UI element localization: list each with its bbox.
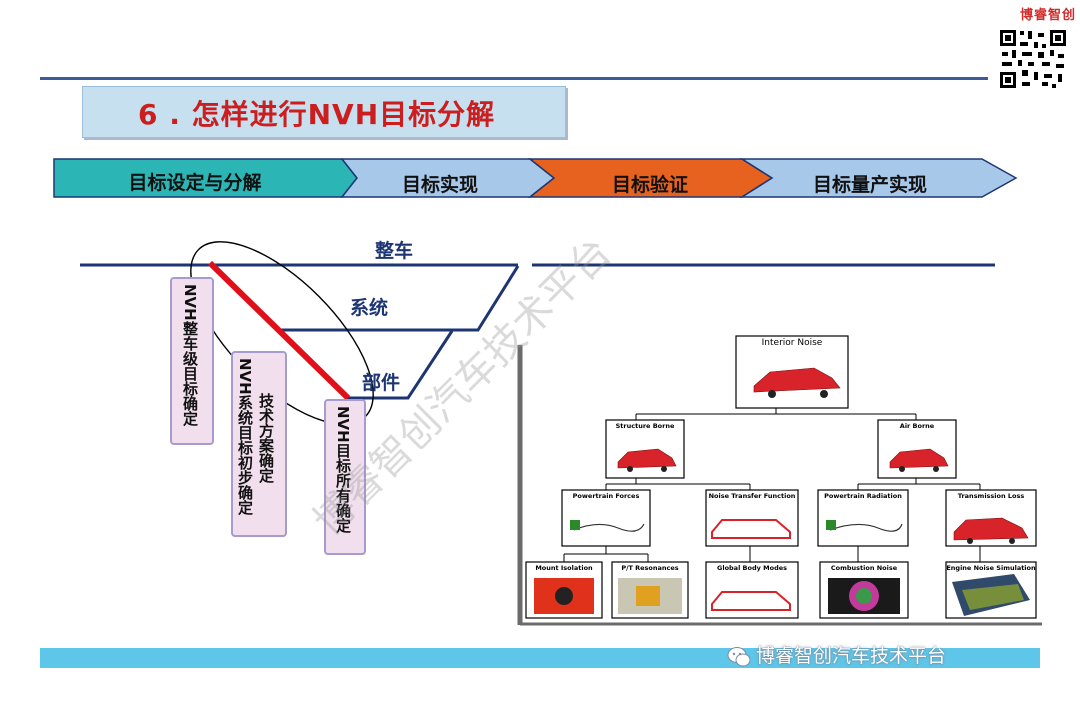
tree-node-powertrain-radiation: Powertrain Radiation [824,492,902,500]
tree-node-transmission-loss: Transmission Loss [957,492,1025,500]
engine-radiation-icon [826,520,836,530]
vertical-box-vehicle [170,277,214,445]
tree-leaf-pt-resonances: P/T Resonances [621,564,679,572]
tree-leaf-mount-isolation: Mount Isolation [535,564,593,572]
nvh-tree-diagram: Interior Noise Structure Borne Air Borne… [518,334,1040,624]
vertical-text-solution: 技术方案确定 [257,393,275,483]
tree-branch-structure: Structure Borne [615,422,675,430]
slide-title: 6 . 怎样进行NVH目标分解 [138,98,496,131]
qr-code-icon [998,28,1068,90]
car-icon-structure [617,448,677,469]
step-label-1: 目标设定与分解 [128,172,262,194]
level-label-system: 系统 [350,297,389,319]
footer-watermark: 博睿智创汽车技术平台 [756,645,947,667]
footer-bar [40,648,1040,668]
vertical-text-component: NVH目标所有确定 [334,406,352,533]
body-frame-icon-modes [711,591,791,611]
step-label-2: 目标实现 [401,174,478,196]
process-chevrons [53,158,1018,198]
vertical-box-component [324,399,366,555]
step-label-4: 目标量产实现 [812,174,927,196]
vertical-text-system: NVH系统目标初步确定 [236,358,254,515]
step-label-3: 目标验证 [611,174,688,196]
level-label-vehicle: 整车 [375,240,414,262]
radiation-curve-icon [829,523,903,532]
tree-leaf-global-body-modes: Global Body Modes [717,564,787,572]
system-level-line [278,265,520,332]
component-level-line [345,330,454,400]
decomposition-red-line [207,260,351,401]
tree-connectors [525,335,1037,619]
brand-logo-text: 博睿智创 [1019,8,1076,23]
tree-node-powertrain-forces: Powertrain Forces [572,492,640,500]
body-frame-icon-ntf [711,519,791,539]
vertical-text-vehicle: NVH整车级目标确定 [181,284,199,426]
header-rule [40,77,988,80]
wechat-icon [727,647,751,667]
tree-root-label: Interior Noise [761,338,823,348]
level-label-component: 部件 [362,372,401,394]
car-icon-root [753,367,841,393]
tree-leaf-engine-noise-simulation: Engine Noise Simulation [946,564,1036,572]
tree-branch-air: Air Borne [899,422,935,430]
tree-node-noise-transfer: Noise Transfer Function [708,492,796,500]
vertical-box-system [231,351,287,537]
title-box [82,86,566,138]
engine-icon [570,520,580,530]
step-chevron-4 [739,158,1018,198]
force-curve-icon [573,523,645,532]
tree-leaf-combustion-noise: Combustion Noise [830,564,898,572]
car-icon-air [889,448,949,469]
car-icon-transmission [953,517,1029,541]
